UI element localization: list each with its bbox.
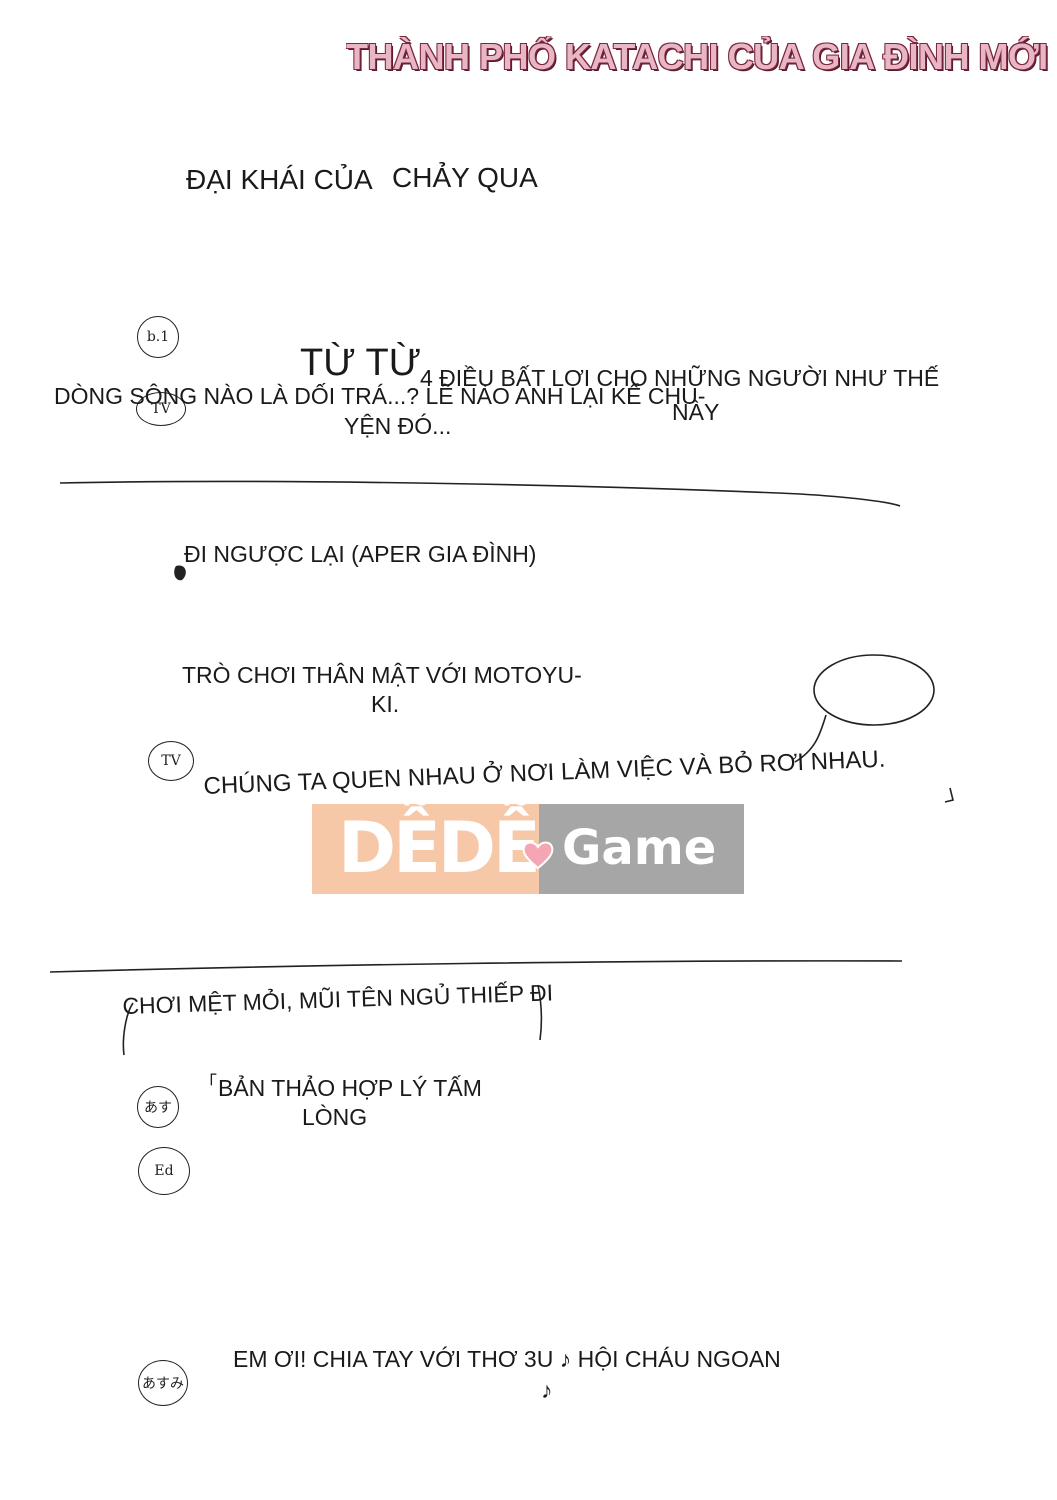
draft-line: BẢN THẢO HỢP LÝ TẤM (218, 1075, 482, 1101)
circled-tv-icon: TV (148, 741, 194, 781)
circled-note-icon: Ed (138, 1147, 190, 1195)
heart-icon (522, 841, 554, 870)
summary-heading-overlap: CHẢY QUA (392, 162, 538, 193)
disadvantages-line: 4 ĐIỀU BẤT LỢI CHO NHỮNG NGƯỜI NHƯ THẾ (420, 365, 940, 391)
disadvantages-line-cont: NÀY (672, 399, 720, 425)
watermark-left-panel (312, 804, 539, 894)
big-heading: TỪ TỪ (300, 342, 422, 384)
motoyuki-line: TRÒ CHƠI THÂN MẬT VỚI MOTOYU- (182, 662, 582, 688)
watermark: DỄDỄ Game (312, 804, 744, 894)
circled-note-icon: b.1 (137, 316, 179, 358)
draft-line-cont: LÒNG (302, 1104, 368, 1130)
river-line: DÒNG SÔNG NÀO LÀ DỐI TRÁ...? LẼ NÀO ANH … (54, 383, 706, 409)
circled-note-icon: あすみ (138, 1360, 188, 1406)
goodbye-line: EM ƠI! CHIA TAY VỚI THƠ 3U ♪ HỘI CHÁU NG… (233, 1346, 781, 1372)
motoyuki-line-cont: KI. (371, 691, 400, 717)
river-line-cont: YỆN ĐÓ... (344, 413, 452, 439)
circled-note-icon: あす (137, 1086, 179, 1128)
summary-heading: ĐẠI KHÁI CỦA (186, 164, 373, 195)
watermark-brand-right: Game (562, 820, 717, 876)
open-bracket: 「 (199, 1073, 217, 1093)
watermark-brand-left: DỄDỄ (338, 807, 541, 889)
circled-tv-icon: TV (136, 392, 186, 426)
reverse-line: ĐI NGƯỢC LẠI (APER GIA ĐÌNH) (184, 541, 537, 567)
watermark-right-panel (539, 804, 744, 894)
goodbye-line-cont: ♪ (541, 1377, 553, 1403)
page-title: THÀNH PHỐ KATACHI CỦA GIA ĐÌNH MỚI (346, 36, 1048, 77)
